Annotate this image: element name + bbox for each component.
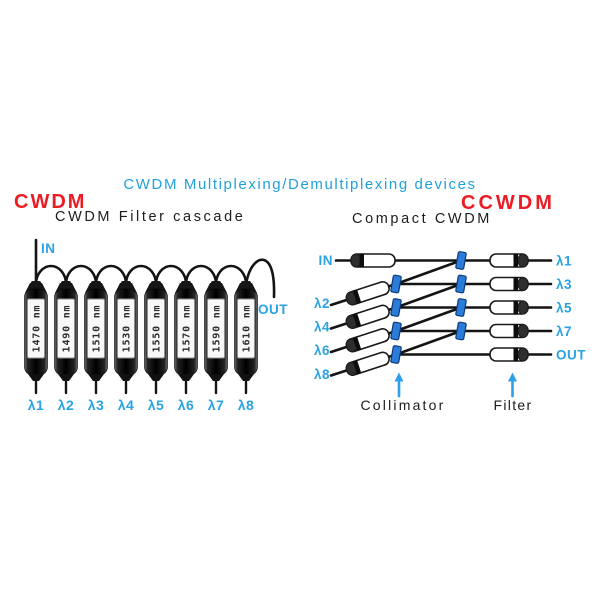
cwdm-filter-1470: 1470 nm λ1	[24, 281, 48, 413]
filter-wavelength-label: 1510 nm	[92, 305, 103, 353]
filter-cylinders	[489, 252, 529, 363]
filter-label-panel	[237, 298, 255, 359]
filter-label-panel	[207, 298, 225, 359]
ccwdm-lambda4-label: λ4	[314, 320, 330, 335]
filter-label-panel	[87, 298, 105, 359]
filter-label-panel	[147, 298, 165, 359]
filter-wavelength-label: 1470 nm	[32, 305, 43, 353]
collimator-block	[454, 250, 468, 271]
left-subtitle: CWDM Filter cascade	[55, 209, 246, 225]
left-heading: CWDM	[14, 191, 87, 213]
cascade-fiber-loops	[34, 238, 276, 299]
ccwdm-lambda7-label: λ7	[556, 324, 572, 339]
collimator-block	[389, 321, 403, 341]
filter-wavelength-label: 1590 nm	[212, 305, 223, 353]
collimator-block	[454, 274, 468, 294]
cwdm-filter-1550: 1550 nm λ5	[144, 281, 168, 413]
ccwdm-lambda2-label: λ2	[314, 296, 330, 311]
filter-cylinder-lambda3	[489, 276, 529, 292]
filter-wavelength-label: 1530 nm	[122, 305, 133, 353]
port-label-lambda7: λ7	[208, 397, 225, 413]
ccwdm-lambda3-label: λ3	[556, 277, 572, 292]
ccwdm-out-label: OUT	[556, 348, 586, 363]
collimator-legend-label: Collimator	[360, 397, 445, 413]
port-labels-right: λ1 λ3 λ5 λ7 OUT	[556, 254, 586, 363]
right-subtitle: Compact CWDM	[352, 211, 492, 227]
collimator-block	[454, 321, 468, 341]
filter-label-panel	[117, 298, 135, 359]
port-label-lambda1: λ1	[28, 397, 45, 413]
ccwdm-lambda6-label: λ6	[314, 343, 330, 358]
filter-up-arrow-icon	[508, 372, 517, 382]
filter-cylinder-lambda1	[489, 252, 529, 269]
filter-wavelength-label: 1570 nm	[182, 305, 193, 353]
filter-wavelength-label: 1550 nm	[152, 305, 163, 353]
port-cylinders	[343, 252, 396, 378]
filter-wavelength-label: 1610 nm	[242, 305, 253, 353]
filter-legend-label: Filter	[494, 397, 533, 413]
port-label-lambda6: λ6	[178, 397, 195, 413]
cwdm-filter-1490: 1490 nm λ2	[54, 281, 78, 413]
cwdm-filter-1590: 1590 nm λ7	[204, 281, 228, 413]
cascade-out-label: OUT	[258, 302, 288, 317]
port-cylinder-lambda8	[343, 349, 392, 378]
port-cylinder-in	[350, 252, 396, 269]
collimator-block	[389, 274, 403, 294]
out-fiber-line	[244, 258, 276, 299]
filter-cylinder-lambda7	[489, 323, 529, 339]
filter-label-panel	[177, 298, 195, 359]
right-heading: CCWDM	[461, 192, 555, 214]
port-label-lambda8: λ8	[238, 397, 255, 413]
collimator-block	[389, 297, 403, 318]
filter-cylinder-lambda5	[489, 299, 529, 316]
collimator-up-arrow-icon	[394, 372, 404, 382]
port-label-lambda5: λ5	[148, 397, 165, 413]
cwdm-filter-1530: 1530 nm λ4	[114, 281, 138, 413]
port-labels-left: IN λ2 λ4 λ6 λ8	[314, 253, 333, 382]
filter-cylinder-out	[489, 346, 529, 363]
collimator-block	[389, 344, 403, 365]
ccwdm-lambda8-label: λ8	[314, 367, 330, 382]
ccwdm-lambda5-label: λ5	[556, 301, 572, 316]
cwdm-filter-cascade-diagram: IN OUT 1470 nm λ1 1490 nm λ2	[24, 238, 288, 413]
port-cylinder-lambda4	[343, 302, 392, 331]
ccwdm-lambda1-label: λ1	[556, 254, 572, 269]
cascade-in-label: IN	[41, 241, 56, 256]
compact-cwdm-diagram: IN λ2 λ4 λ6 λ8 λ1 λ3 λ5 λ7 OUT Collimato…	[314, 250, 586, 413]
collimator-block	[454, 297, 468, 318]
port-cylinder-lambda6	[343, 326, 392, 355]
cwdm-filter-1570: 1570 nm λ6	[174, 281, 198, 413]
page-title: CWDM Multiplexing/Demultiplexing devices	[123, 176, 477, 193]
port-label-lambda4: λ4	[118, 397, 135, 413]
filter-wavelength-label: 1490 nm	[62, 305, 73, 353]
cwdm-filter-1510: 1510 nm λ3	[84, 281, 108, 413]
legend: Collimator Filter	[360, 372, 533, 413]
port-cylinder-lambda2	[343, 279, 392, 308]
cwdm-filter-1610: 1610 nm λ8	[234, 281, 258, 413]
filter-label-panel	[27, 298, 45, 359]
port-label-lambda2: λ2	[58, 397, 75, 413]
port-label-lambda3: λ3	[88, 397, 105, 413]
ccwdm-in-label: IN	[319, 253, 334, 268]
filter-label-panel	[57, 298, 75, 359]
